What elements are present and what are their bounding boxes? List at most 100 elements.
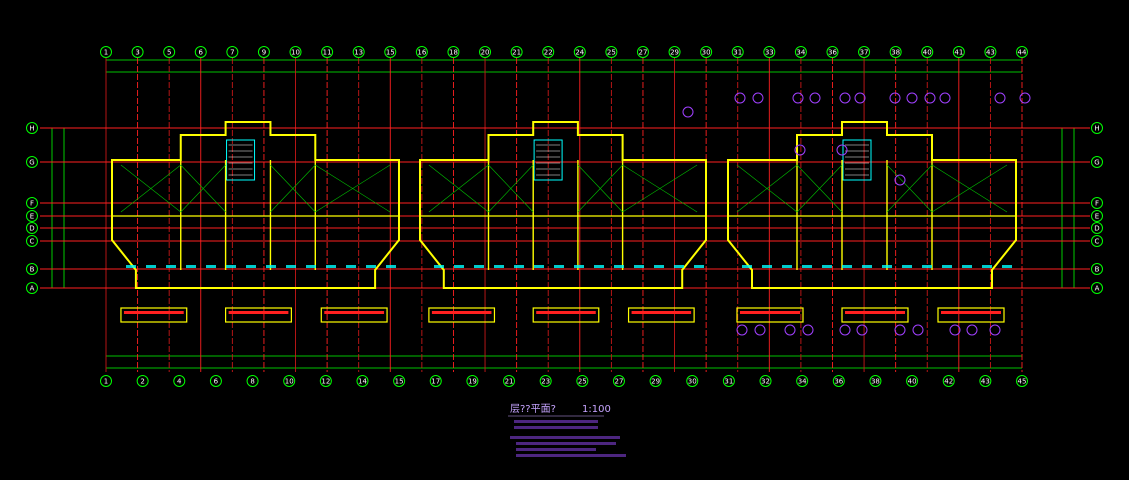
svg-text:38: 38 (871, 378, 880, 386)
balcony (841, 307, 909, 323)
svg-text:30: 30 (688, 378, 697, 386)
svg-text:37: 37 (860, 49, 869, 57)
axis-bubble: 45 (1016, 375, 1028, 387)
axis-bubble: C (26, 235, 38, 247)
svg-text:34: 34 (798, 378, 807, 386)
building-walls (111, 121, 1017, 323)
svg-text:43: 43 (986, 49, 995, 57)
svg-text:32: 32 (761, 378, 770, 386)
axis-bubble: 31 (722, 375, 735, 387)
axis-bubble: 30 (686, 375, 699, 387)
axis-bubble: 42 (942, 375, 955, 387)
equipment-tag (734, 92, 746, 104)
axis-bubble: H (26, 122, 38, 134)
axis-bubble: G (1091, 156, 1103, 168)
axis-bubble: 15 (393, 375, 406, 387)
axis-bubble: 27 (636, 46, 649, 58)
equipment-tag (736, 324, 748, 336)
axis-bubble: 37 (858, 46, 871, 58)
svg-text:18: 18 (449, 49, 458, 57)
svg-text:16: 16 (417, 49, 426, 57)
equipment-tag (912, 324, 924, 336)
axis-bubble: 29 (649, 375, 662, 387)
svg-text:14: 14 (358, 378, 367, 386)
svg-text:30: 30 (702, 49, 711, 57)
svg-text:B: B (30, 266, 35, 274)
axis-bubble: 3 (131, 46, 144, 58)
balcony (225, 307, 292, 323)
axis-bubble: 6 (194, 46, 207, 58)
axis-bubble: 2 (136, 375, 149, 387)
svg-text:E: E (1095, 213, 1099, 221)
svg-text:41: 41 (954, 49, 963, 57)
axis-bubble: E (1091, 210, 1103, 222)
balcony (937, 307, 1005, 323)
equipment-tag (994, 92, 1006, 104)
svg-text:C: C (30, 238, 35, 246)
svg-text:11: 11 (323, 49, 332, 57)
axis-bubble: 43 (984, 46, 997, 58)
axis-bubble: 34 (794, 46, 807, 58)
svg-text:43: 43 (981, 378, 990, 386)
svg-text:33: 33 (765, 49, 774, 57)
svg-text:15: 15 (386, 49, 395, 57)
svg-text:1: 1 (104, 49, 108, 57)
svg-text:27: 27 (639, 49, 648, 57)
svg-text:H: H (1094, 125, 1099, 133)
equipment-tag (949, 324, 961, 336)
equipment-tag (854, 92, 866, 104)
svg-text:4: 4 (177, 378, 182, 386)
equipment-tag (754, 324, 766, 336)
equipment-tags (682, 92, 1031, 336)
svg-text:G: G (29, 159, 34, 167)
svg-text:6: 6 (214, 378, 219, 386)
svg-text:40: 40 (923, 49, 932, 57)
svg-text:24: 24 (575, 49, 584, 57)
svg-text:21: 21 (505, 378, 514, 386)
axis-bubble: 40 (906, 375, 919, 387)
svg-text:12: 12 (321, 378, 330, 386)
axis-bubble: 25 (576, 375, 589, 387)
axis-bubble: 16 (415, 46, 428, 58)
detail-layer (120, 164, 1012, 268)
axis-bubble: 38 (889, 46, 902, 58)
equipment-tag (802, 324, 814, 336)
equipment-tag (794, 144, 806, 156)
svg-text:44: 44 (1018, 49, 1027, 57)
svg-text:22: 22 (544, 49, 553, 57)
svg-text:25: 25 (578, 378, 587, 386)
equipment-tag (939, 92, 951, 104)
axis-bubble: 9 (257, 46, 270, 58)
svg-text:36: 36 (834, 378, 843, 386)
svg-text:31: 31 (733, 49, 742, 57)
svg-text:34: 34 (796, 49, 805, 57)
axis-bubble: A (1091, 282, 1103, 294)
axis-bubble: 22 (542, 46, 555, 58)
equipment-tag (906, 92, 918, 104)
axis-bubble: 10 (283, 375, 296, 387)
balcony (320, 307, 388, 323)
balcony (736, 307, 804, 323)
axis-bubble: 23 (539, 375, 552, 387)
axis-bubble: 34 (796, 375, 809, 387)
svg-text:10: 10 (291, 49, 300, 57)
svg-text:7: 7 (230, 49, 234, 57)
svg-text:A: A (1095, 285, 1100, 293)
svg-text:9: 9 (262, 49, 266, 57)
axis-bubble: 11 (321, 46, 334, 58)
dimension-lines (51, 59, 1075, 369)
axis-bubble: 31 (731, 46, 744, 58)
axis-bubble: H (1091, 122, 1103, 134)
axis-bubble: F (26, 197, 38, 209)
svg-text:F: F (30, 200, 34, 208)
svg-text:42: 42 (944, 378, 953, 386)
axis-bubble: 38 (869, 375, 882, 387)
axis-bubble: 24 (573, 46, 586, 58)
axis-bubble: 10 (289, 46, 302, 58)
balcony (428, 307, 496, 323)
axis-bubble: 6 (209, 375, 222, 387)
equipment-tag (889, 92, 901, 104)
axis-bubble: 1 (100, 46, 112, 58)
equipment-tag (989, 324, 1001, 336)
